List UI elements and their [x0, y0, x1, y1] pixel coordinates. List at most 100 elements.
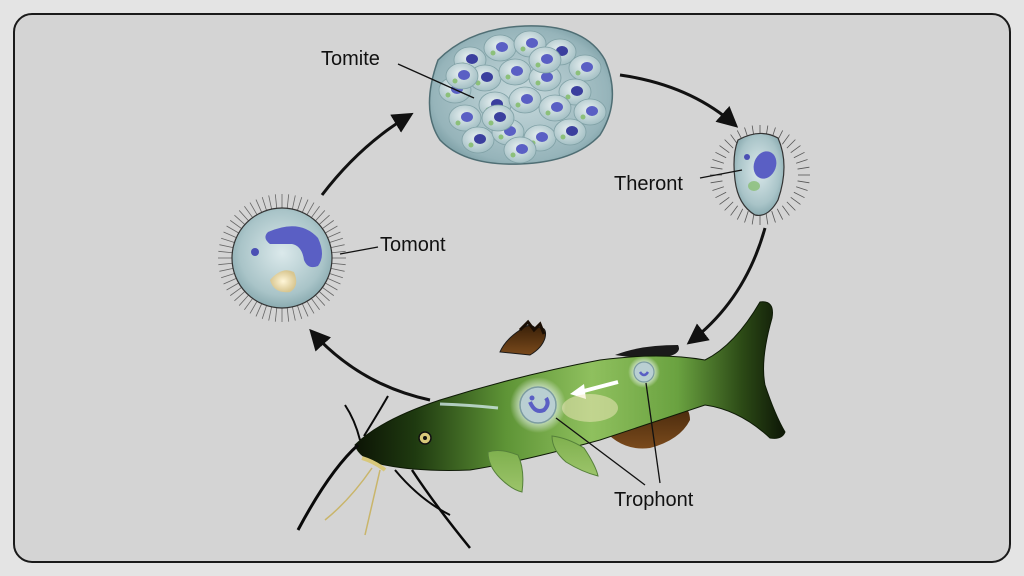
trophont-label: Trophont — [614, 489, 694, 511]
arrow-tomite-to-theront — [619, 73, 739, 128]
cilium — [221, 237, 235, 243]
cilium — [297, 305, 303, 319]
tomite-granule — [580, 114, 586, 120]
cilium — [229, 220, 242, 229]
cilium — [327, 277, 341, 285]
catfish — [296, 301, 786, 549]
tomite-nucleus — [541, 72, 553, 82]
cilium — [712, 186, 724, 191]
cilium — [286, 307, 290, 322]
cilium — [219, 268, 234, 272]
tomite-nucleus — [481, 72, 493, 82]
cilium — [261, 197, 267, 211]
tomite-nucleus — [458, 70, 470, 80]
cilium — [790, 145, 801, 153]
cilium — [318, 291, 330, 302]
cilium — [268, 195, 272, 210]
cilium — [315, 294, 326, 306]
tomite-granule — [445, 92, 451, 98]
cilium — [331, 262, 346, 266]
cilium — [286, 194, 290, 209]
tomite-granule — [498, 134, 504, 140]
theront-cell — [710, 125, 810, 225]
tomite-nucleus — [581, 62, 593, 72]
cilium — [311, 205, 320, 218]
cilium — [782, 134, 790, 145]
tomite-granule — [545, 110, 551, 116]
cilium — [268, 306, 272, 321]
cilium — [797, 180, 810, 184]
cilium — [719, 145, 730, 153]
cilium — [786, 139, 796, 149]
cilium — [710, 180, 723, 184]
cilium — [782, 205, 790, 216]
tomite-nucleus — [521, 94, 533, 104]
trophont-large — [510, 377, 566, 433]
cilium — [765, 212, 769, 225]
tomont-cell — [218, 194, 346, 322]
cilium — [790, 197, 801, 205]
tomite-granule — [490, 50, 496, 56]
tomite-nucleus — [586, 106, 598, 116]
cilium — [255, 303, 263, 317]
tomite-nucleus — [536, 132, 548, 142]
tomite-granule — [452, 78, 458, 84]
cilium — [325, 225, 338, 234]
tomite-granule — [505, 74, 511, 80]
tomite-granule — [488, 120, 494, 126]
tomont-leader — [339, 246, 379, 255]
cilium — [786, 201, 796, 211]
cilium — [736, 208, 744, 220]
cilium — [318, 214, 330, 225]
cilium — [292, 306, 296, 321]
tomite-nucleus — [466, 54, 478, 64]
cilium — [730, 205, 738, 216]
cilium — [226, 282, 239, 291]
cilium — [219, 244, 234, 248]
cilium — [234, 291, 246, 302]
cilium — [793, 191, 805, 199]
cilium — [223, 277, 237, 285]
arrow-fish-to-tomont — [309, 328, 431, 402]
tomite-nucleus — [474, 134, 486, 144]
theront-label: Theront — [614, 173, 683, 195]
tomite-cyst — [428, 25, 614, 165]
arrow-theront-to-fish — [686, 227, 767, 345]
cilium — [329, 273, 343, 279]
cilium — [306, 301, 315, 314]
arrow-tomont-to-tomite — [320, 112, 414, 196]
theront-leader — [699, 169, 743, 179]
cilium — [315, 210, 326, 222]
tomite-granule — [535, 80, 541, 86]
tomite-label: Tomite — [321, 48, 380, 70]
cilium — [724, 139, 734, 149]
cilium — [306, 202, 315, 215]
cilium — [255, 199, 263, 213]
cilium — [261, 305, 267, 319]
tomite-nucleus — [496, 42, 508, 52]
tomite-leader — [397, 63, 475, 99]
tomite-nucleus — [511, 66, 523, 76]
cilium — [776, 208, 784, 220]
cilium — [249, 202, 258, 215]
tomite-granule — [455, 120, 461, 126]
cilium — [238, 210, 249, 222]
trophont-small — [628, 356, 660, 388]
tomite-nucleus — [526, 38, 538, 48]
tomite-granule — [468, 142, 474, 148]
cilium — [274, 194, 278, 209]
cilium — [710, 166, 723, 170]
tomite-nucleus — [461, 112, 473, 122]
cilium — [724, 201, 734, 211]
cilium — [218, 250, 233, 254]
cilium — [329, 237, 343, 243]
cilium — [771, 211, 776, 223]
cilium — [226, 225, 239, 234]
tomite-nucleus — [494, 112, 506, 122]
tomite-granule — [560, 134, 566, 140]
tomont-label: Tomont — [380, 234, 446, 256]
tomite-granule — [510, 152, 516, 158]
cilium — [715, 191, 727, 199]
cilium — [712, 159, 724, 164]
